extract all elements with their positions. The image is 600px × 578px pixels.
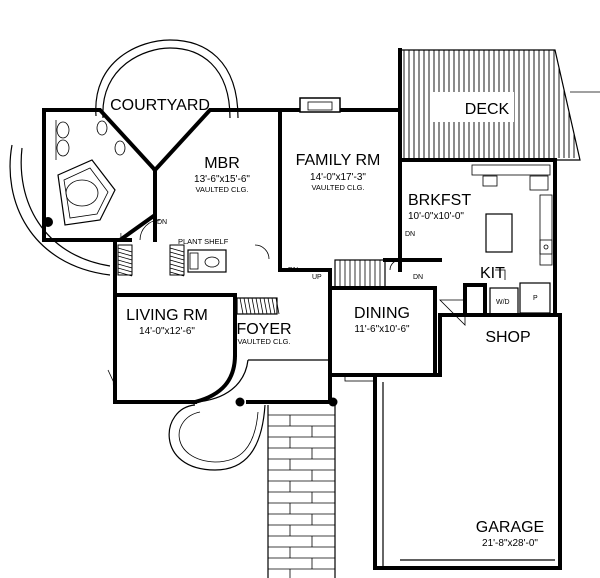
shop-label: SHOP <box>485 329 530 346</box>
garage-dim: 21'-8"x28'-0" <box>482 538 538 549</box>
family-label: FAMILY RM <box>296 152 381 169</box>
kitchen-walls <box>398 158 557 326</box>
courtyard <box>95 39 239 119</box>
garage <box>373 313 562 570</box>
wd-label: W/D <box>496 299 510 306</box>
dn-label-brkfst: DN <box>405 231 415 238</box>
brkfst-label: BRKFST <box>408 192 471 209</box>
living-label: LIVING RM <box>126 307 208 324</box>
mbr-label: MBR <box>204 155 240 172</box>
mbr-dim: 13'-6"x15'-6" <box>194 174 250 185</box>
deck <box>399 49 600 161</box>
linen-label: L <box>120 233 124 240</box>
walkway-arc <box>9 144 111 276</box>
family-note: VAULTED CLG. <box>311 183 364 192</box>
dining-dim: 11'-6"x10'-6" <box>354 324 410 335</box>
garage-label: GARAGE <box>476 519 544 536</box>
dn-label-family: DN <box>288 267 298 274</box>
kit-label: KIT <box>480 265 505 282</box>
courtyard-label: COURTYARD <box>110 97 210 114</box>
dining-walls <box>328 286 442 382</box>
foyer-note: VAULTED CLG. <box>237 337 290 346</box>
dn-label-stairs: DN <box>413 274 423 281</box>
living-dim: 14'-0"x12'-6" <box>139 326 195 337</box>
mbr-note: VAULTED CLG. <box>195 185 248 194</box>
living-room-walls <box>107 238 237 404</box>
dn-label-mbr: DN <box>157 219 167 226</box>
pantry-label: P <box>533 295 538 302</box>
master-bath <box>42 108 157 242</box>
master-bedroom-walls <box>139 108 282 272</box>
walkway-arc-inner <box>20 147 111 267</box>
foyer-label: FOYER <box>236 321 291 338</box>
up-label: UP <box>312 274 322 281</box>
brkfst-dim: 10'-0"x10'-0" <box>408 211 464 222</box>
plant-shelf-label: PLANT SHELF <box>178 237 229 246</box>
deck-label: DECK <box>465 101 510 118</box>
dining-label: DINING <box>354 305 410 322</box>
foyer-walls <box>192 297 338 407</box>
entry-walk <box>168 404 336 578</box>
family-room-walls <box>278 48 402 272</box>
family-dim: 14'-0"x17'-3" <box>310 172 366 183</box>
